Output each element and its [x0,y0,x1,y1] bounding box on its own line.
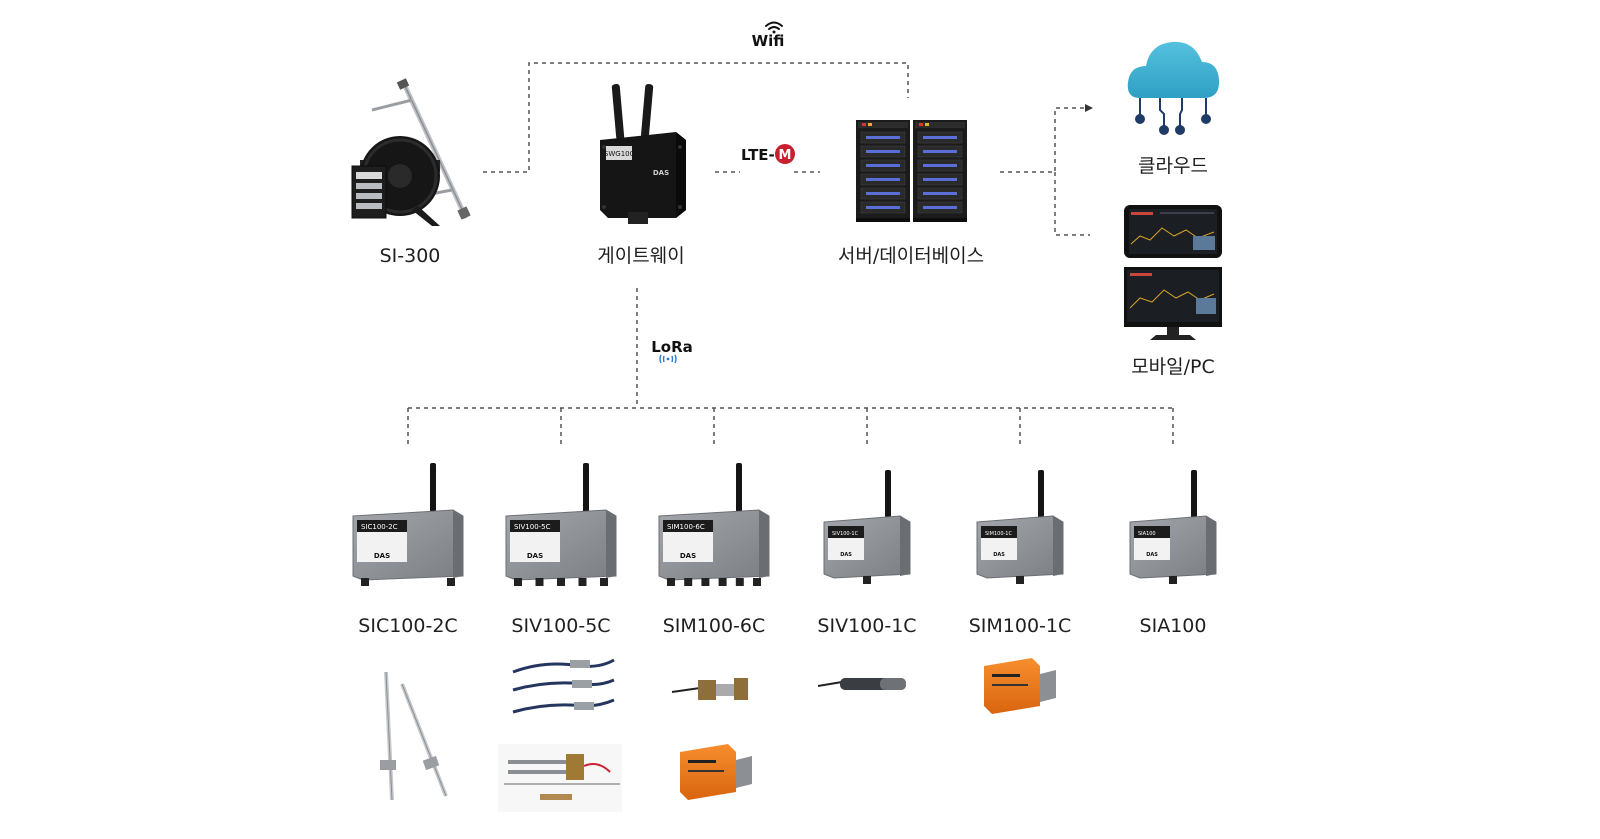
logger-brand: DAS [680,552,696,560]
antenna-icon [1038,470,1044,518]
port-icon [1016,576,1024,584]
logger-plate-text: SIC100-2C [361,523,398,531]
logger-brand: DAS [1146,552,1158,558]
server-label: 서버/데이터베이스 [838,245,984,267]
si300-probe-rod [371,78,471,220]
port-icon [447,578,455,586]
gateway-label: 게이트웨이 [597,245,684,267]
wifi-icon [765,21,783,34]
sensor-vibrating-wire-cables [512,658,615,714]
wifi-link [483,62,909,173]
logger-brand: DAS [374,552,390,560]
monitor-icon: 모바일/PC [1124,267,1222,378]
lora-badge: LoRa [651,338,693,364]
lora-label: LoRa [651,338,693,356]
cloud-label: 클라우드 [1138,155,1208,177]
logger-plate-text: SIM100-6C [667,523,705,531]
antenna-icon [1191,470,1197,518]
wifi-badge: Wifi [752,21,785,50]
sensor-inclinometer [380,671,448,801]
sensor-pressure-probe [817,678,906,690]
gateway-antenna-icon [611,84,654,140]
server-icon: 서버/데이터베이스 [838,119,984,267]
logger-brand: DAS [527,552,543,560]
port-icon [535,578,544,586]
sensor-displacement-transducer [671,678,748,700]
logger-plate-text: SIV100-1C [832,531,859,537]
port-icon [557,578,565,586]
logger-brand: DAS [993,552,1005,558]
logger-row: SIC100-2CDASSIC100-2CSIV100-5CDASSIV100-… [352,463,1217,637]
lte-m-icon [775,144,795,164]
sensor-strain-gauge [498,744,622,812]
port-icon [863,576,871,584]
logger-siv100-5c: SIV100-5C DAS SIV100-5C [505,463,617,637]
port-icon [701,578,710,586]
logger-siv100-1c: SIV100-1C DAS SIV100-1C [817,470,917,637]
si300-label: SI-300 [380,245,441,267]
gateway-brand: DAS [653,169,669,177]
wifi-label: Wifi [752,32,785,50]
port-icon [667,578,675,586]
mobile-icon [1124,205,1222,258]
si300-device: SI-300 [351,78,471,267]
logger-label: SIM100-6C [663,615,766,637]
port-icon [753,578,761,586]
logger-sic100-2c: SIC100-2C DAS SIC100-2C [352,463,464,637]
logger-plate-text: SIA100 [1138,531,1156,537]
port-icon [361,578,369,586]
lora-link [407,288,1174,445]
lte-label: LTE- [741,146,775,164]
lte-m-badge: M [779,148,792,163]
server-to-cloud-link [1000,104,1093,236]
lora-icon [659,354,677,364]
port-icon [735,578,744,586]
gateway-device: SWG100 DAS 게이트웨이 [597,84,686,267]
logger-sim100-1c: SIM100-1C DAS SIM100-1C [969,470,1072,637]
gateway-model-text: SWG100 [604,150,634,158]
logger-brand: DAS [840,552,852,558]
sensor-tilt-box-1 [680,744,752,800]
logger-label: SIC100-2C [358,615,457,637]
sensor-tilt-box-2 [984,658,1056,714]
antenna-icon [736,463,742,513]
port-icon [578,578,587,586]
antenna-icon [430,463,436,513]
port-icon [514,578,522,586]
port-icon [718,578,727,586]
antenna-icon [583,463,589,513]
port-icon [684,578,693,586]
logger-plate-text: SIM100-1C [985,531,1012,537]
logger-label: SIM100-1C [969,615,1072,637]
logger-label: SIV100-1C [817,615,916,637]
lte-badge: LTE- M [741,144,795,164]
logger-sim100-6c: SIM100-6C DAS SIM100-6C [658,463,770,637]
antenna-icon [885,470,891,518]
port-icon [1169,576,1177,584]
port-icon [600,578,608,586]
logger-plate-text: SIV100-5C [514,523,551,531]
logger-label: SIV100-5C [511,615,610,637]
cloud-icon: 클라우드 [1127,41,1220,177]
logger-label: SIA100 [1140,615,1207,637]
mobile-pc-label: 모바일/PC [1131,356,1215,378]
